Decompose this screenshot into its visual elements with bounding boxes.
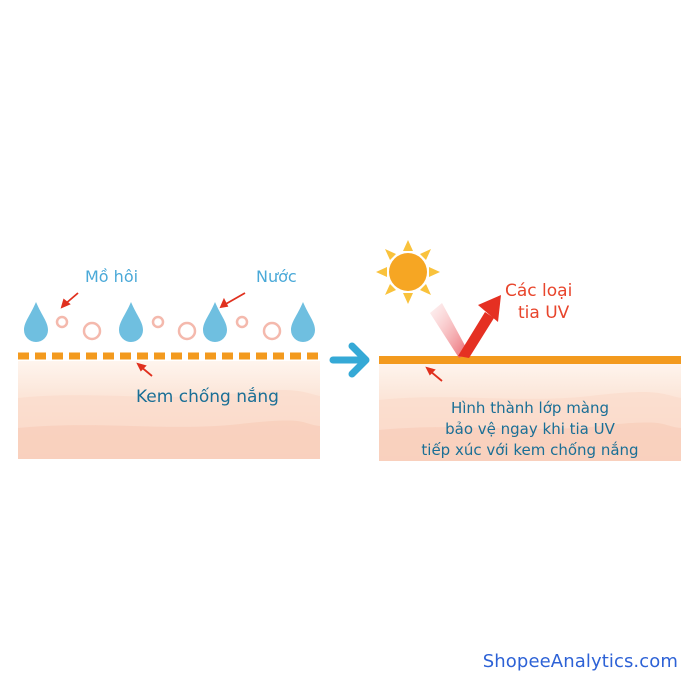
label-sweat: Mồ hôi [85,267,138,286]
sweat-bubble [177,321,197,341]
caption-line3: tiếp xúc với kem chống nắng [421,441,638,459]
water-drops [24,302,315,342]
water-drop [119,302,143,342]
sun-icon [376,240,440,304]
flow-arrow [329,342,370,378]
label-uv-line2: tia UV [518,303,570,323]
uv-ray-incoming [430,303,469,358]
label-uv-line1: Các loại [505,281,572,301]
skin-block-right [379,362,681,461]
uv-ray-reflected [458,295,501,358]
sunscreen-film [379,356,681,364]
left-panel: Mồ hôi Nước Kem chống nắng [18,267,320,459]
sweat-bubble [55,315,69,329]
sweat-bubbles [55,315,282,341]
water-drop [291,302,315,342]
skin-block-left [18,361,320,459]
label-sunscreen: Kem chống nắng [136,386,279,407]
caption-line1: Hình thành lớp màng [451,399,609,417]
caption-line2: bảo vệ ngay khi tia UV [445,420,616,438]
watermark-text: ShopeeAnalytics.com [482,651,678,672]
water-drop [24,302,48,342]
sweat-bubble [235,315,249,329]
label-water: Nước [256,267,297,286]
water-drop [203,302,227,342]
pointer-arrow-film [425,366,443,382]
pointer-arrow-water [223,292,246,306]
sweat-bubble [82,321,102,341]
pointer-arrows-left [60,292,246,377]
right-panel: Các loại tia UV Hình thành lớp màng bảo … [376,240,681,461]
sweat-bubble [262,321,282,341]
sweat-bubble [151,315,165,329]
